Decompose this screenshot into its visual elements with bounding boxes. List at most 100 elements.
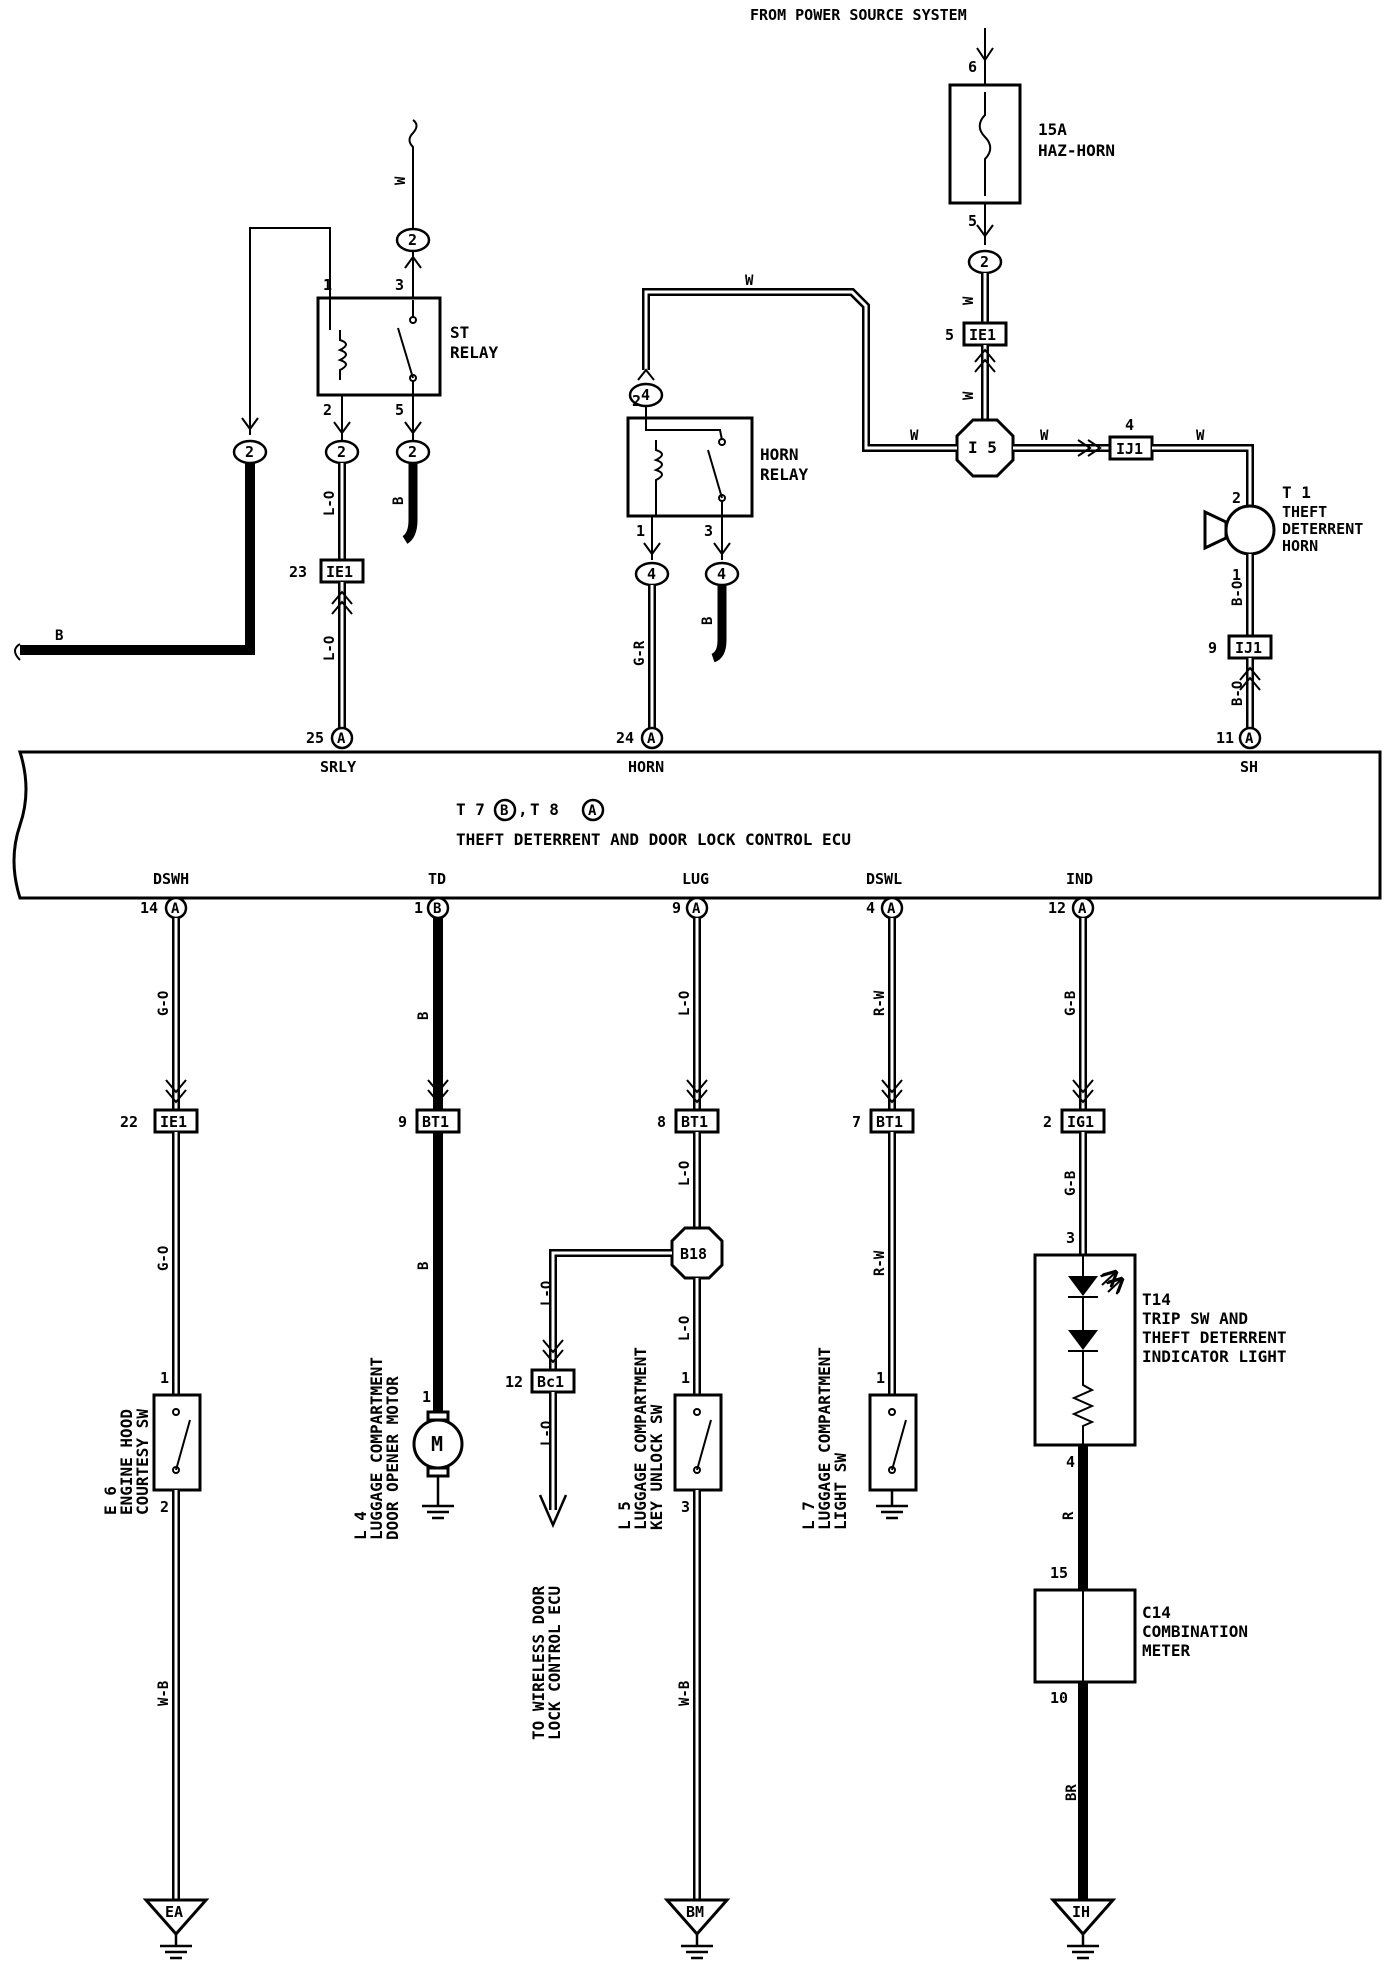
svg-text:25: 25 <box>306 729 324 747</box>
svg-text:15: 15 <box>1050 1564 1068 1582</box>
svg-text:23: 23 <box>289 563 307 581</box>
svg-text:DETERRENT: DETERRENT <box>1282 520 1363 538</box>
svg-text:Bc1: Bc1 <box>537 1373 564 1391</box>
svg-text:12: 12 <box>1048 899 1066 917</box>
svg-text:LUGGAGE COMPARTMENT: LUGGAGE COMPARTMENT <box>367 1357 386 1540</box>
svg-text:L-O: L-O <box>677 1316 693 1341</box>
svg-text:TRIP SW AND: TRIP SW AND <box>1142 1309 1248 1328</box>
l4-ref: L 4 <box>351 1511 370 1540</box>
svg-text:W: W <box>910 428 919 444</box>
svg-text:4: 4 <box>1066 1453 1075 1471</box>
connector-ij1-top: IJ1 4 <box>1108 416 1154 461</box>
trip-sw-indicator-light: 3 4 T14 TRIP SW AND THEFT DETERRENT INDI… <box>1033 1229 1287 1471</box>
connector-2-left: 2 <box>232 439 268 465</box>
ecu-terminal-sh: A 11 SH <box>1216 726 1262 776</box>
svg-text:B: B <box>416 1262 432 1270</box>
key-unlock-sw: 1 3 L 5 LUGGAGE COMPARTMENT KEY UNLOCK S… <box>615 1347 723 1530</box>
svg-text:2: 2 <box>337 443 346 461</box>
connector-ie1-st: IE1 23 <box>289 558 365 584</box>
svg-text:L-O: L-O <box>539 1281 555 1306</box>
svg-text:2: 2 <box>408 231 417 249</box>
svg-text:LIGHT SW: LIGHT SW <box>831 1453 850 1530</box>
svg-text:IH: IH <box>1072 1903 1090 1921</box>
svg-text:G-O: G-O <box>156 1246 172 1271</box>
svg-text:T 7: T 7 <box>456 800 485 819</box>
svg-text:IJ1: IJ1 <box>1235 639 1262 657</box>
svg-text:A: A <box>337 731 346 747</box>
svg-text:1: 1 <box>160 1369 169 1387</box>
connector-bt1-dswl: BT1 7 <box>852 1108 915 1134</box>
svg-text:B: B <box>500 803 508 819</box>
svg-text:W: W <box>1196 428 1205 444</box>
ecu-terminal-lug: LUG A 9 <box>672 870 709 920</box>
svg-text:B: B <box>391 497 407 505</box>
connector-ie1-hood: IE1 22 <box>120 1108 199 1134</box>
svg-text:HORN: HORN <box>1282 537 1318 555</box>
svg-text:DSWH: DSWH <box>153 870 189 888</box>
svg-text:A: A <box>588 803 597 819</box>
connector-2-st-coil: 2 <box>324 439 360 465</box>
svg-text:5: 5 <box>968 212 977 230</box>
connector-4-horn-top: 4 <box>628 382 664 408</box>
junction-b18: B18 <box>670 1226 724 1280</box>
svg-text:A: A <box>647 731 656 747</box>
svg-text:BT1: BT1 <box>422 1113 449 1131</box>
svg-text:9: 9 <box>1208 639 1217 657</box>
svg-text:3: 3 <box>395 276 404 294</box>
svg-text:B-O: B-O <box>1230 681 1246 706</box>
svg-text:I 5: I 5 <box>968 438 997 457</box>
ecu-name: THEFT DETERRENT AND DOOR LOCK CONTROL EC… <box>456 830 851 849</box>
svg-text:TD: TD <box>428 870 446 888</box>
svg-text:1: 1 <box>1232 566 1241 584</box>
svg-text:1: 1 <box>414 899 423 917</box>
svg-text:DOOR OPENER MOTOR: DOOR OPENER MOTOR <box>383 1376 402 1540</box>
ground-ea: EA <box>142 1898 210 1960</box>
svg-text:W: W <box>961 391 977 400</box>
svg-text:10: 10 <box>1050 1689 1068 1707</box>
svg-text:1: 1 <box>422 1388 431 1406</box>
fuse-rating: 15A <box>1038 120 1067 139</box>
ecu-block: T 7 B , T 8 A THEFT DETERRENT AND DOOR L… <box>12 750 1382 900</box>
ecu-terminal-horn: A 24 HORN <box>616 726 664 776</box>
svg-text:RELAY: RELAY <box>450 343 499 362</box>
svg-text:A: A <box>1245 731 1254 747</box>
svg-text:W: W <box>1040 428 1049 444</box>
svg-text:ENGINE HOOD: ENGINE HOOD <box>117 1409 136 1515</box>
svg-text:22: 22 <box>120 1113 138 1131</box>
svg-text:G-B: G-B <box>1063 991 1079 1016</box>
svg-text:KEY UNLOCK SW: KEY UNLOCK SW <box>647 1404 666 1530</box>
svg-text:2: 2 <box>245 443 254 461</box>
svg-text:W-B: W-B <box>677 1681 693 1706</box>
svg-text:2: 2 <box>160 1498 169 1516</box>
svg-text:R: R <box>1061 1511 1077 1520</box>
svg-text:IG1: IG1 <box>1067 1113 1094 1131</box>
engine-hood-courtesy-sw: 1 2 E 6 ENGINE HOOD COURTESY SW <box>101 1369 202 1516</box>
svg-text:THEFT DETERRENT: THEFT DETERRENT <box>1142 1328 1287 1347</box>
power-source-label: FROM POWER SOURCE SYSTEM <box>750 6 967 24</box>
svg-text:W: W <box>961 296 977 305</box>
svg-text:LOCK CONTROL ECU: LOCK CONTROL ECU <box>545 1586 564 1740</box>
connector-ie1-top: IE1 5 <box>945 321 1008 347</box>
horn-relay: 2 1 3 HORN RELAY <box>626 392 809 540</box>
svg-text:8: 8 <box>657 1113 666 1131</box>
connector-4-horn-l: 4 <box>634 561 670 587</box>
connector-2-st-contact: 2 <box>395 439 431 465</box>
svg-text:W-B: W-B <box>156 1681 172 1706</box>
ecu-terminal-dswl: DSWL A 4 <box>866 870 904 920</box>
svg-text:BT1: BT1 <box>876 1113 903 1131</box>
l5-ref: L 5 <box>615 1501 634 1530</box>
svg-text:G-B: G-B <box>1063 1171 1079 1196</box>
svg-text:RELAY: RELAY <box>760 465 809 484</box>
svg-text:1: 1 <box>876 1369 885 1387</box>
svg-text:INDICATOR LIGHT: INDICATOR LIGHT <box>1142 1347 1287 1366</box>
svg-text:B-O: B-O <box>1230 581 1246 606</box>
svg-text:A: A <box>171 901 180 917</box>
theft-deterrent-horn: 2 1 T 1 THEFT DETERRENT HORN <box>1203 483 1363 584</box>
svg-text:2: 2 <box>408 443 417 461</box>
svg-text:BR: BR <box>1064 1784 1080 1801</box>
fuse-name: HAZ-HORN <box>1038 141 1115 160</box>
horn-relay-label: HORN <box>760 445 799 464</box>
c14-ref: C14 <box>1142 1603 1171 1622</box>
ground-bm: BM <box>663 1898 731 1960</box>
svg-text:,: , <box>518 800 528 819</box>
